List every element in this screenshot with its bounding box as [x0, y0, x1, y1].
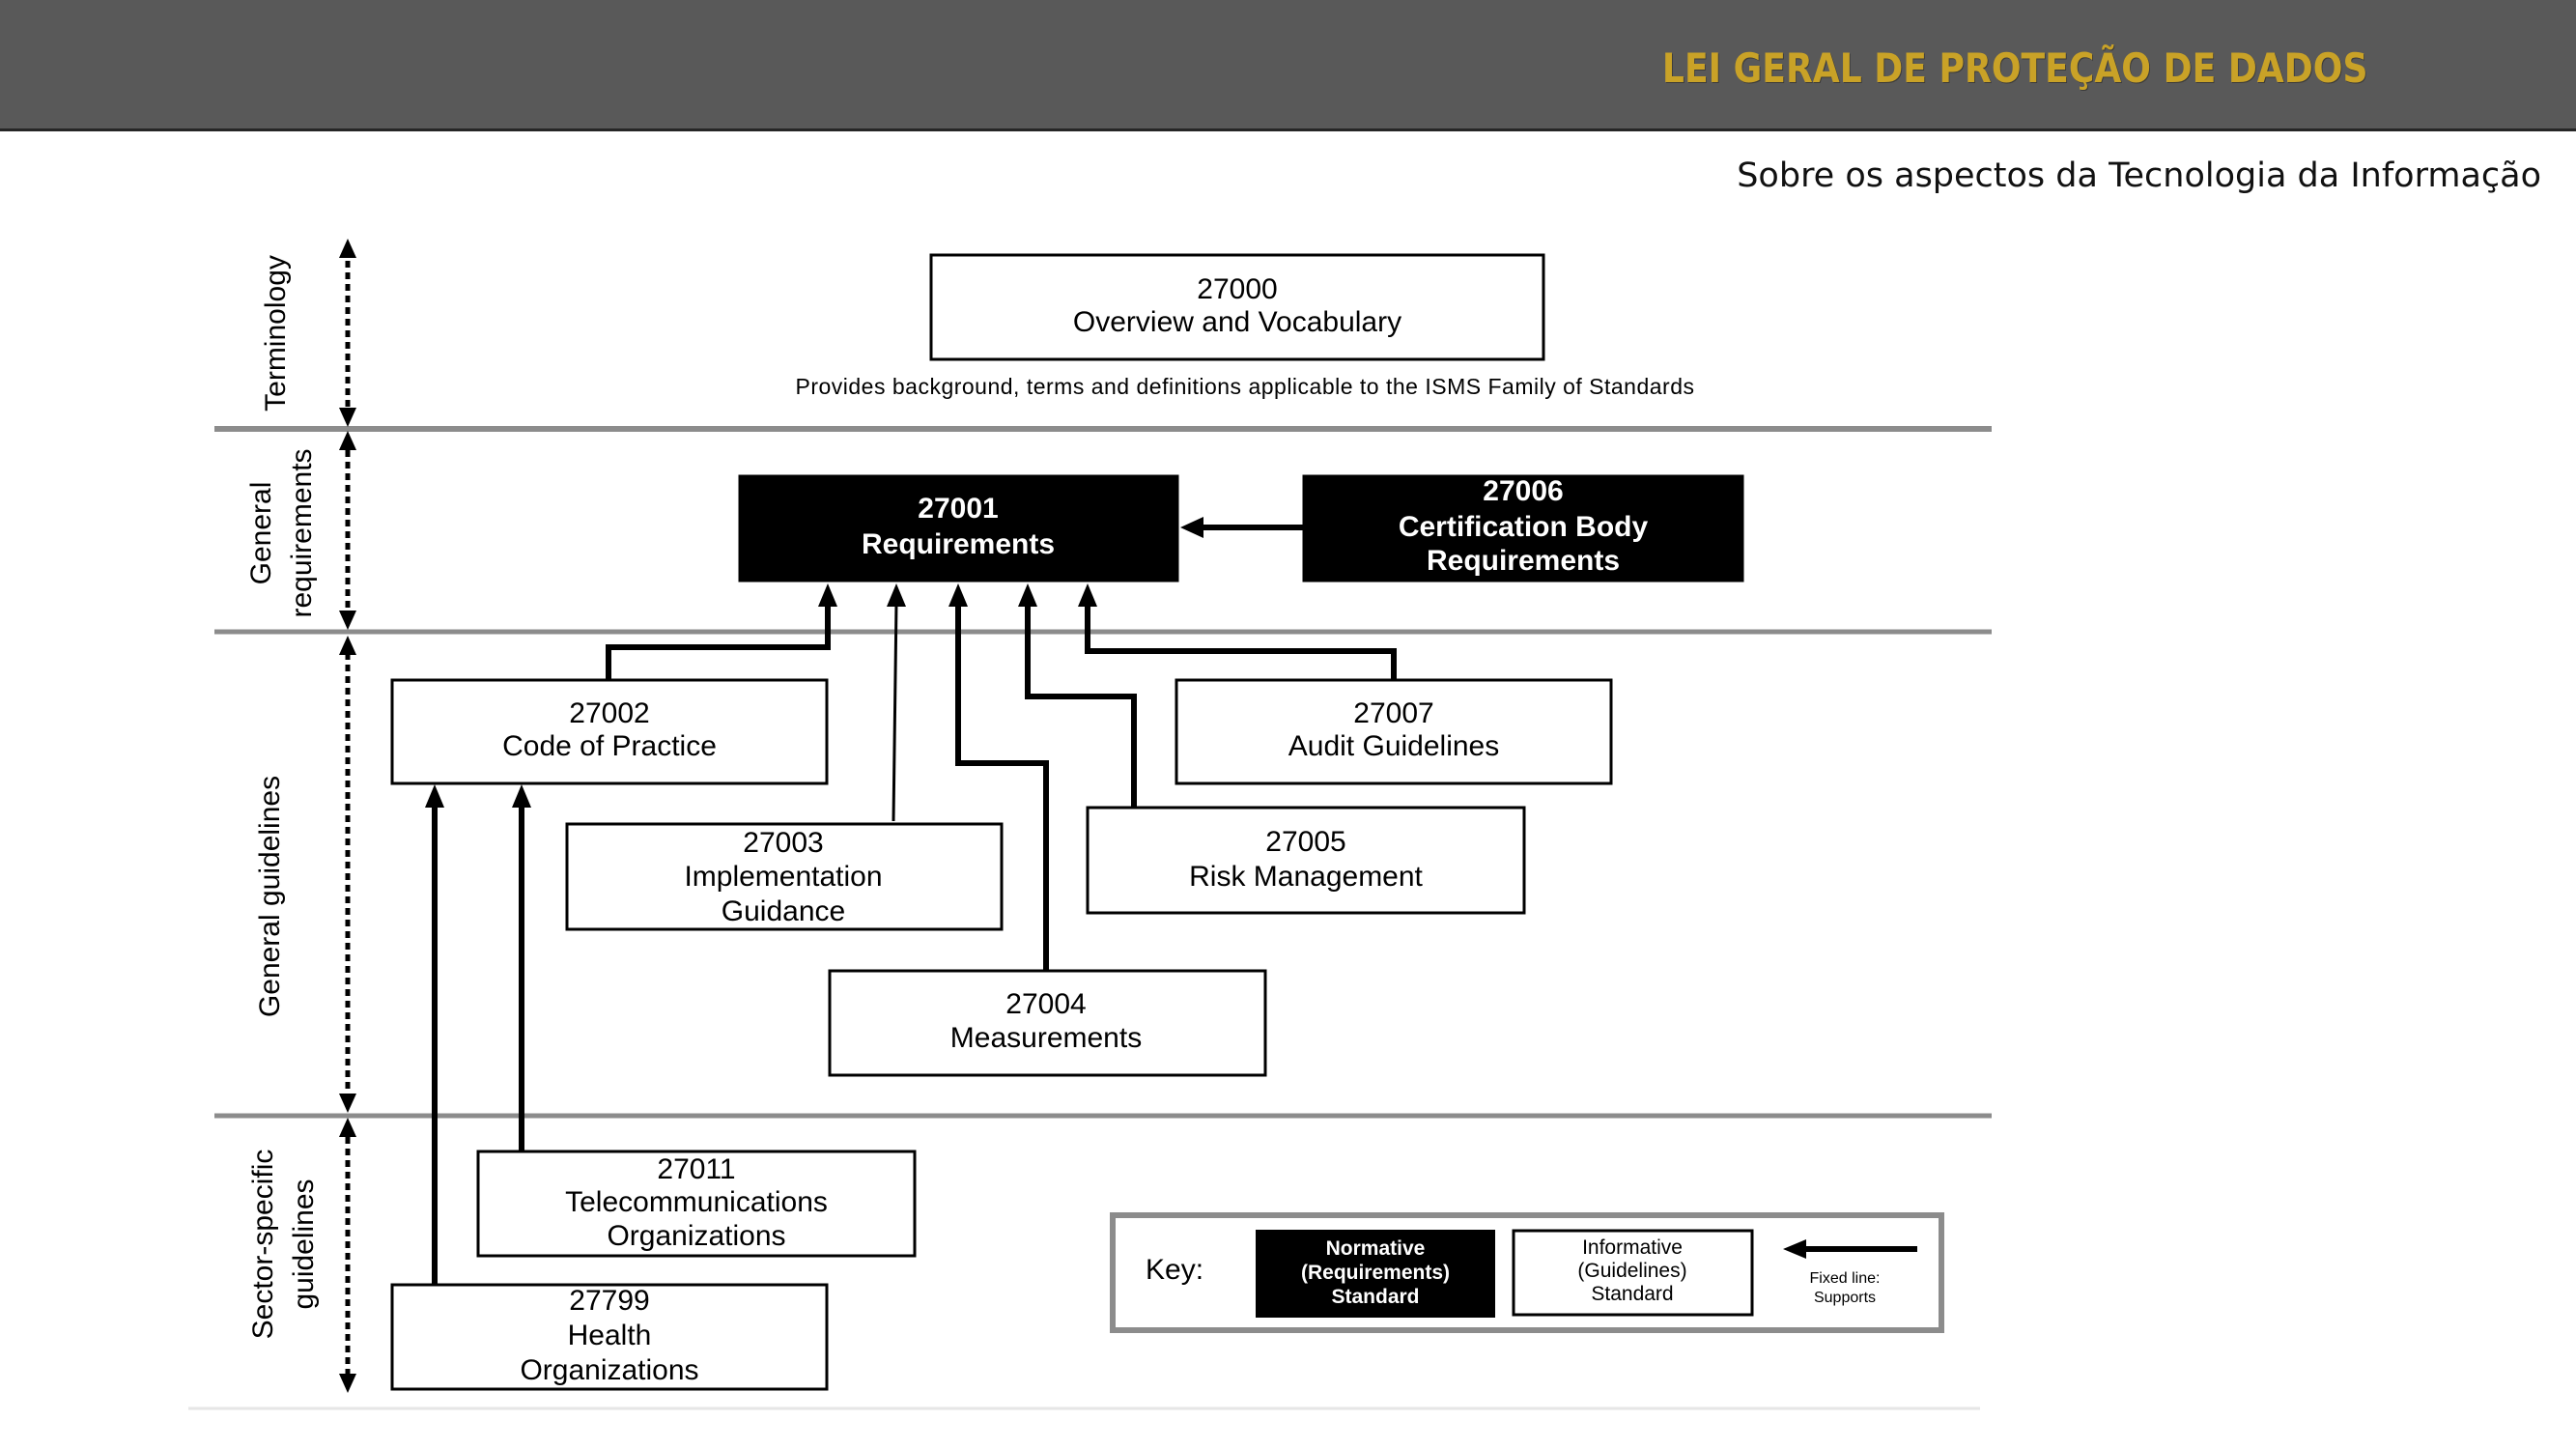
- key-fixed-line-1: Fixed line:: [1810, 1270, 1881, 1287]
- band-label-sector-specific-2: guidelines: [288, 1179, 320, 1309]
- standard-27003-title-1: Implementation: [684, 861, 882, 893]
- key-fixed-line-arrowhead-icon: [1783, 1239, 1806, 1259]
- connector-27002-27001: [606, 603, 831, 681]
- standard-27799-title-2: Organizations: [520, 1354, 698, 1386]
- standard-27006-number: 27006: [1483, 475, 1563, 507]
- band-label-sector-specific-1: Sector-specific: [247, 1150, 279, 1340]
- band-label-terminology: Terminology: [260, 255, 292, 412]
- standard-27799-number: 27799: [569, 1285, 649, 1317]
- key-informative-swatch: [1512, 1229, 1754, 1317]
- standard-27011-number: 27011: [657, 1153, 735, 1185]
- connector-27004-27001: [955, 603, 1049, 972]
- band-label-general-requirements-2: requirements: [286, 448, 318, 617]
- standard-27003-number: 27003: [743, 827, 823, 859]
- connector-27003-27001: [892, 602, 898, 822]
- standard-27000-number: 27000: [1197, 273, 1277, 305]
- standard-27000-note: Provides background, terms and definitio…: [795, 374, 1694, 399]
- standard-27007-title: Audit Guidelines: [1288, 730, 1499, 762]
- key-fixed-line-2: Supports: [1814, 1290, 1876, 1306]
- band-arrowheads: [339, 239, 356, 1393]
- key-normative-line-2: (Requirements): [1301, 1262, 1450, 1284]
- header-title: LEI GERAL DE PROTEÇÃO DE DADOS: [1661, 44, 2367, 92]
- key-informative-line-2: (Guidelines): [1577, 1260, 1686, 1282]
- standard-27001-number: 27001: [918, 493, 998, 525]
- standard-27006-title-2: Requirements: [1427, 545, 1620, 577]
- standard-27002-title: Code of Practice: [502, 730, 717, 762]
- standard-27000-box: 27000 Overview and Vocabulary: [929, 253, 1545, 361]
- standard-27007-number: 27007: [1353, 697, 1433, 729]
- standard-27002-number: 27002: [569, 697, 649, 729]
- connectors: [432, 525, 1397, 1285]
- band-label-general-guidelines: General guidelines: [254, 776, 286, 1017]
- standard-27011-title-1: Telecommunications: [565, 1186, 828, 1218]
- standard-27003-title-2: Guidance: [722, 895, 845, 927]
- standard-27001-title: Requirements: [862, 528, 1055, 560]
- standard-27005-number: 27005: [1265, 826, 1345, 858]
- standard-27001-box: 27001 Requirements: [738, 474, 1179, 582]
- key-normative-line-1: Normative: [1326, 1237, 1426, 1260]
- connector-arrowheads: [425, 517, 1203, 808]
- key-label: Key:: [1146, 1254, 1203, 1286]
- standard-27007-box: 27007 Audit Guidelines: [1175, 678, 1613, 785]
- key-normative-line-3: Standard: [1331, 1286, 1419, 1308]
- slide-subtitle: Sobre os aspectos da Tecnologia da Infor…: [1737, 156, 2541, 195]
- standard-27000-title: Overview and Vocabulary: [1073, 306, 1401, 338]
- key-informative-line-1: Informative: [1582, 1236, 1683, 1259]
- standard-27002-box: 27002 Code of Practice: [390, 678, 829, 785]
- key-normative-swatch: [1256, 1230, 1495, 1318]
- standard-27005-box: 27005 Risk Management: [1086, 806, 1526, 915]
- standard-27005-title: Risk Management: [1189, 861, 1423, 893]
- key-informative-line-3: Standard: [1591, 1283, 1673, 1305]
- standard-27004-title: Measurements: [950, 1022, 1142, 1054]
- band-separators: [188, 426, 1992, 1410]
- standard-27004-number: 27004: [1005, 988, 1086, 1020]
- header-bar: [0, 0, 2576, 131]
- standard-27011-title-2: Organizations: [607, 1220, 785, 1252]
- connector-27007-27001: [1085, 603, 1397, 681]
- standard-27006-box: 27006 Certification Body Requirements: [1302, 474, 1744, 582]
- band-label-general-requirements-1: General: [245, 482, 277, 585]
- standard-27799-box: 27799 Health Organizations: [390, 1283, 829, 1391]
- standard-27004-box: 27004 Measurements: [828, 969, 1267, 1077]
- standard-27003-box: 27003 Implementation Guidance: [565, 822, 1004, 931]
- key-legend: Key: Normative (Requirements) Standard I…: [1110, 1212, 1944, 1333]
- standard-27006-title-1: Certification Body: [1399, 511, 1649, 543]
- standard-27011-box: 27011 Telecommunications Organizations: [476, 1150, 917, 1258]
- standard-27799-title-1: Health: [568, 1320, 652, 1351]
- connector-27005-27001: [1025, 603, 1137, 809]
